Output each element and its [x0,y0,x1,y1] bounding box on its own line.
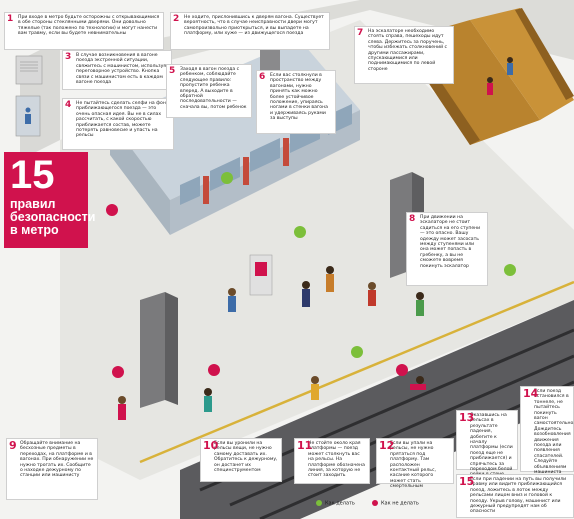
tip-3: 3 В случае возникновения в вагоне поезда… [62,50,172,90]
door-sign [25,107,31,113]
tip-4: 4 Не пытайтесь сделать селфи на фоне при… [62,98,174,150]
dont-bubble-icon [106,204,408,378]
tip-text: В случае возникновения в вагоне поезда э… [76,53,167,86]
platform-edge-line [139,280,574,464]
tip-text: Обращайте внимание на бесхозные предметы… [20,441,94,479]
tip-1: 1 При входе в метро будьте осторожны с о… [4,12,164,50]
tip-number: 4 [65,100,72,110]
tip-number: 15 [459,475,475,488]
tip-5: 5 Заходя в вагон поезда с ребенком, собл… [166,64,252,118]
intercom-grill [20,61,38,72]
tip-text: Оказавшись на рельсах в результате паден… [470,413,513,477]
door-sign-body [25,114,31,124]
tip-text: На эскалаторе необходимо стоять справа, … [368,29,448,72]
tip-10: 10 Если вы уронили на рельсы вещи, не ну… [200,438,282,482]
do-bubble-icon [316,500,322,506]
column [140,292,165,408]
tip-text: При движении на эскалаторе не стоит сади… [420,215,481,269]
tip-15: 15 Если при падении на путь вы получили … [456,474,574,518]
tip-number: 13 [459,411,475,424]
intercom-panel-icon [15,55,43,85]
rail [229,354,574,507]
tip-12: 12 Если вы упали на рельсы, не нужно пря… [376,438,454,489]
tip-number: 6 [259,72,266,82]
tip-9: 9 Обращайте внимание на бесхозные предме… [6,438,98,500]
tip-text: Если поезд остановился в тоннеле, не пыт… [534,389,574,476]
escalator-rail [515,8,574,100]
tip-7: 7 На эскалаторе необходимо стоять справа… [354,26,454,84]
title-number: 15 [10,153,55,197]
tip-number: 5 [169,66,176,76]
train-window [250,138,280,172]
kiosk-screen [255,262,267,276]
legend-dont: Как не делать [372,500,419,507]
tip-6: 6 Если вас столкнули в пространство межд… [256,70,336,134]
tip-text: При входе в метро будьте осторожны с отк… [18,15,160,37]
train-door [283,138,289,166]
tip-text: Если вас столкнули в пространство между … [270,73,328,122]
tip-text: Не стойте около края платформы — поезд м… [308,441,365,479]
tip-number: 3 [65,52,72,62]
tip-2: 2 Не ходите, прислонившись к дверям ваго… [170,12,330,50]
column-side [165,292,178,405]
dont-bubble-icon [372,500,378,506]
tip-number: 1 [7,14,14,24]
tip-number: 11 [297,439,313,452]
tip-text: Не ходите, прислонившись к дверям вагона… [184,15,324,37]
train-door [203,176,209,204]
passengers [118,57,513,420]
tip-text: Если вы упали на рельсы, не нужно прятат… [390,441,436,490]
legend-do: Как делать [316,500,355,507]
tip-number: 7 [357,28,364,38]
tip-11: 11 Не стойте около края платформы — поез… [294,438,370,484]
tip-text: Заходя в вагон поезда с ребенком, соблюд… [180,67,247,110]
do-bubble-icon [221,172,516,358]
tip-13: 13 Оказавшись на рельсах в результате па… [456,410,518,477]
tip-number: 10 [203,439,219,452]
tip-text: Если при падении на путь вы получили тра… [470,477,567,515]
tip-number: 14 [523,387,539,400]
escalator-right [470,8,574,120]
title-text: правил безопасности в метро [10,197,96,237]
legend-dont-label: Как не делать [381,500,419,507]
back-wall [150,0,574,60]
train-door [243,157,249,185]
tip-text: Если вы уронили на рельсы вещи, не нужно… [214,441,278,474]
train-window [180,176,200,205]
legend-do-label: Как делать [325,500,355,507]
tip-number: 9 [9,439,17,452]
tip-8: 8 При движении на эскалаторе не стоит са… [406,212,488,286]
title-block: 15 правил безопасности в метро [4,152,96,248]
tip-number: 8 [409,214,416,224]
tip-14: 14 Если поезд остановился в тоннеле, не … [520,386,574,475]
tip-number: 2 [173,14,180,24]
tip-text: Не пытайтесь сделать селфи на фоне прибл… [76,101,169,139]
tip-number: 12 [379,439,395,452]
